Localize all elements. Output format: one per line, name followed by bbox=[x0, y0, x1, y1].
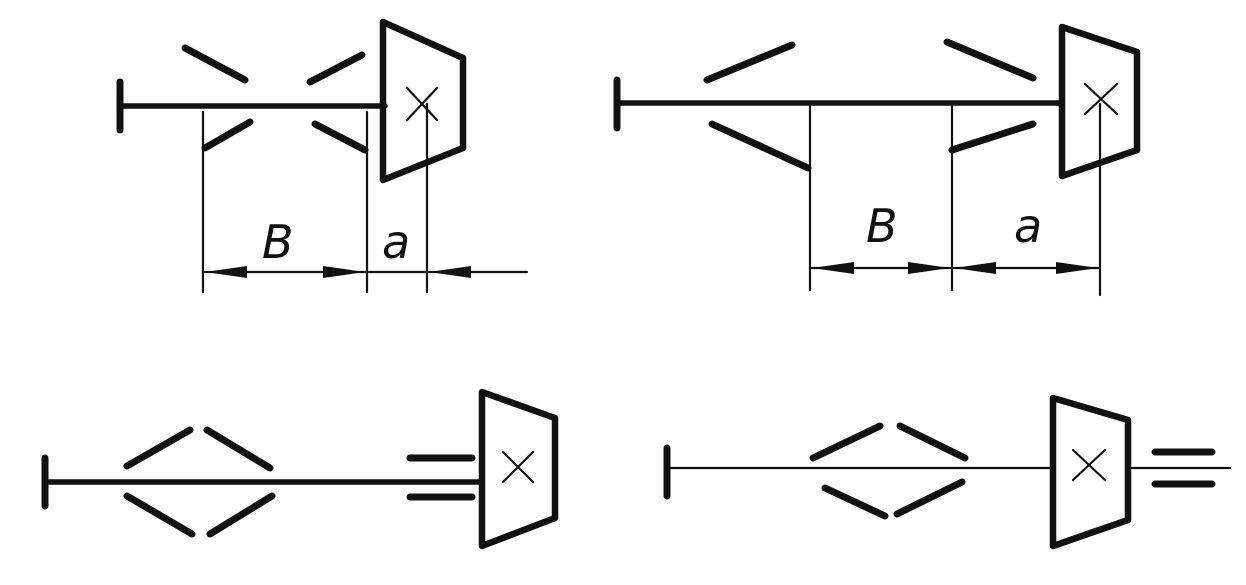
arrowhead-a-right bbox=[1056, 262, 1098, 274]
dimension-label-b: B bbox=[866, 199, 898, 253]
bearing-roller-lower-left bbox=[708, 120, 812, 172]
bearing-roller-upper-left bbox=[181, 44, 249, 84]
figure-bottom-right bbox=[663, 394, 1232, 550]
gear-trapezoid bbox=[1058, 23, 1141, 180]
figure-top-left: B a bbox=[116, 18, 529, 294]
bearing-roller-upper-left bbox=[809, 422, 884, 462]
gear-center-cross-b bbox=[405, 86, 439, 122]
dimension-label-a: a bbox=[382, 215, 410, 269]
arrowhead-left bbox=[205, 266, 247, 278]
gear-trapezoid bbox=[478, 388, 559, 550]
bearing-roller-upper-left bbox=[703, 41, 796, 84]
bearing-roller-upper-left bbox=[123, 426, 194, 470]
figure-top-right: B a bbox=[613, 23, 1141, 297]
bearing-roller-lower-left bbox=[821, 484, 889, 520]
bearing-roller-lower-right bbox=[893, 478, 966, 518]
bearing-roller-upper-right bbox=[306, 51, 366, 86]
gear-center-cross-b bbox=[1083, 82, 1119, 116]
bearing-roller-upper-right bbox=[943, 38, 1037, 82]
bearing-roller-lower-left bbox=[201, 118, 254, 152]
figure-bottom-left bbox=[41, 388, 559, 550]
gear-trapezoid bbox=[379, 18, 467, 184]
bearing-roller-upper-right bbox=[896, 422, 969, 462]
dimension-label-a: a bbox=[1014, 199, 1042, 253]
arrowhead-b-left bbox=[812, 262, 854, 274]
bearing-roller-lower-left bbox=[123, 492, 196, 538]
arrowhead-a-left bbox=[954, 262, 996, 274]
bearing-roller-upper-right bbox=[203, 426, 274, 472]
bearing-roller-lower-right bbox=[206, 492, 276, 538]
arrowhead-b-right bbox=[908, 262, 950, 274]
bearing-roller-lower-right bbox=[948, 120, 1037, 154]
dimension-label-b: B bbox=[262, 215, 294, 269]
gear-trapezoid bbox=[1049, 394, 1132, 550]
gear-center-cross-b bbox=[1071, 448, 1107, 482]
arrowhead-outer bbox=[429, 266, 471, 278]
gear-center-cross-b bbox=[501, 450, 535, 484]
arrowhead-right bbox=[323, 266, 365, 278]
bearing-roller-lower-right bbox=[311, 120, 369, 154]
